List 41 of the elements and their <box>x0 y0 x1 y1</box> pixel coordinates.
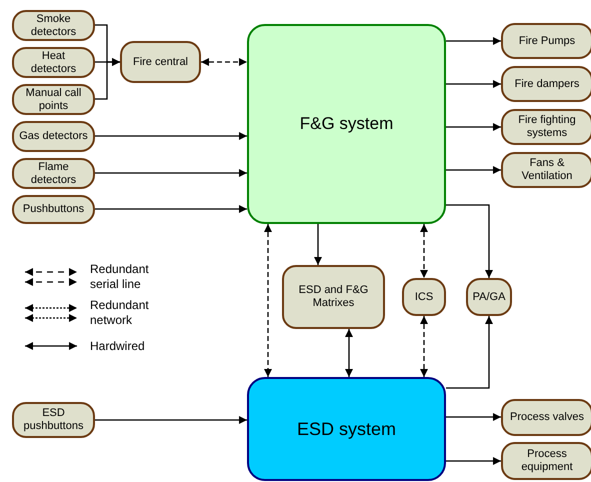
system-box: ESD system <box>247 377 446 481</box>
component-box: ESD pushbuttons <box>12 402 95 438</box>
legend-text: Redundant serial line <box>90 262 150 292</box>
component-box: Fire central <box>120 41 201 83</box>
component-box: Gas detectors <box>12 121 95 152</box>
connector-arrow <box>446 413 501 421</box>
legend-text: Redundant network <box>90 298 150 328</box>
connector-arrow <box>446 204 493 278</box>
connector-arrow <box>446 123 501 131</box>
legend-text: Hardwired <box>90 338 146 354</box>
connector-arrow <box>201 58 247 66</box>
component-box: ICS <box>402 278 446 316</box>
component-box: Fire fighting systems <box>501 109 591 145</box>
connector-arrow <box>446 166 501 174</box>
connector-arrow <box>420 224 428 278</box>
component-box: Heat detectors <box>12 47 95 78</box>
component-box: Flame detectors <box>12 158 95 189</box>
component-box: ESD and F&G Matrixes <box>282 265 385 329</box>
connector-arrow <box>95 132 247 140</box>
component-box: Fire Pumps <box>501 23 591 59</box>
connector-arrow <box>95 169 247 177</box>
connector-arrow <box>264 224 272 377</box>
connector-arrow <box>446 316 493 389</box>
connector-arrow <box>95 205 247 213</box>
component-box: Process valves <box>501 399 591 436</box>
connector-arrow <box>446 37 501 45</box>
component-box: PA/GA <box>466 278 512 316</box>
component-box: Smoke detectors <box>12 10 95 41</box>
component-box: Pushbuttons <box>12 195 95 224</box>
connector-arrow <box>446 80 501 88</box>
component-box: Process equipment <box>501 442 591 480</box>
component-box: Fire dampers <box>501 66 591 102</box>
component-box: Manual call points <box>12 84 95 115</box>
connector-arrow <box>314 224 322 265</box>
connector-arrow <box>420 316 428 377</box>
connector-arrow <box>95 58 120 100</box>
connector-arrow <box>446 457 501 465</box>
component-box: Fans & Ventilation <box>501 152 591 188</box>
connector-arrow <box>95 416 247 424</box>
connector-arrow <box>345 329 353 377</box>
system-box: F&G system <box>247 24 446 224</box>
